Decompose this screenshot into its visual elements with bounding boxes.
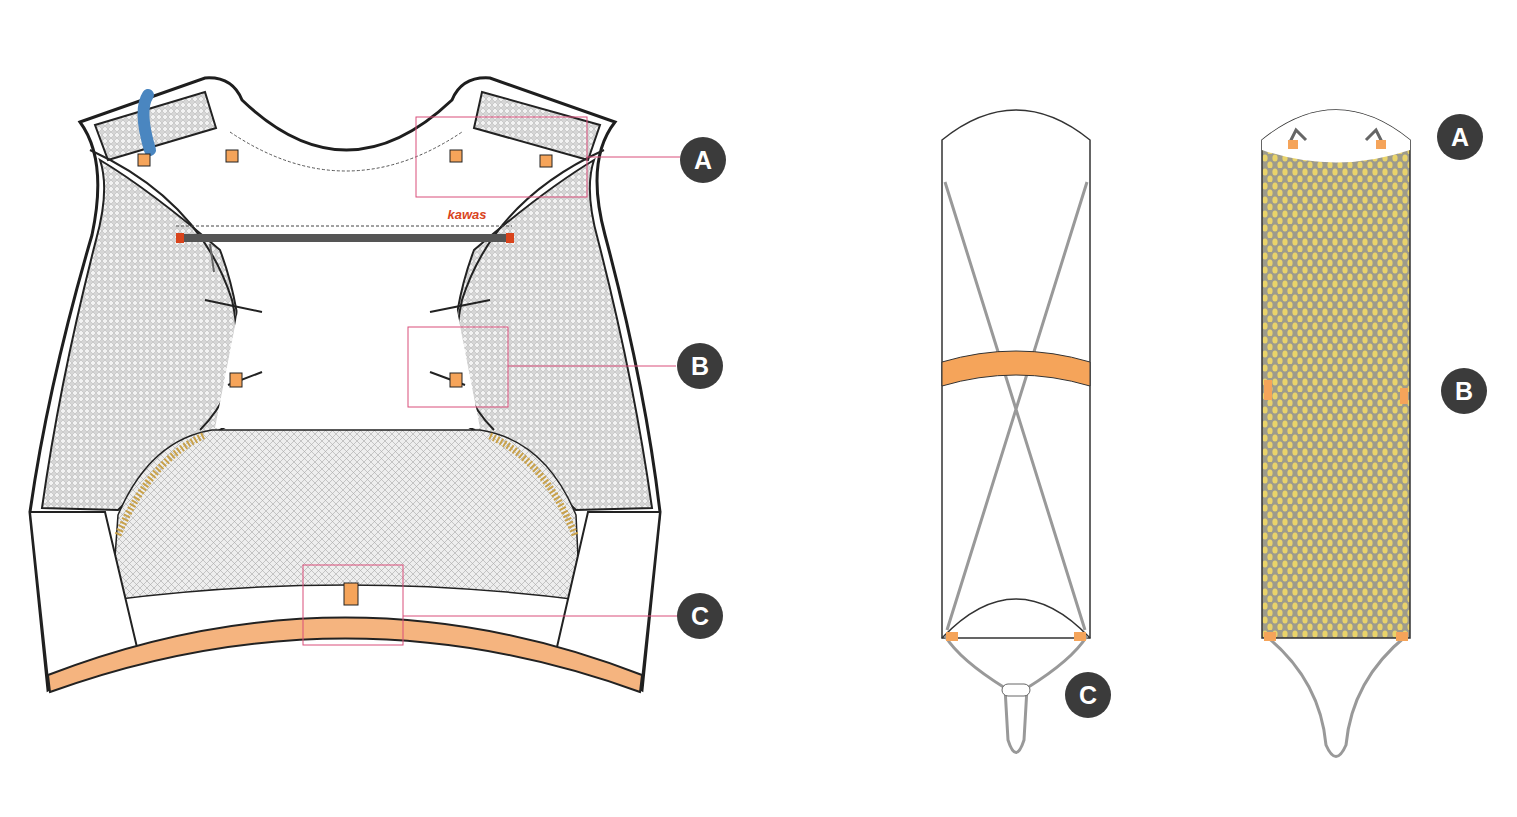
callout-letter: C: [677, 593, 723, 639]
callout-letter: C: [1065, 672, 1111, 718]
callout-letter: A: [680, 137, 726, 183]
callout-letter: B: [1441, 368, 1487, 414]
callout-letter: B: [677, 343, 723, 389]
brand-logo: kawas: [447, 207, 486, 222]
callout-letter: A: [1437, 114, 1483, 160]
